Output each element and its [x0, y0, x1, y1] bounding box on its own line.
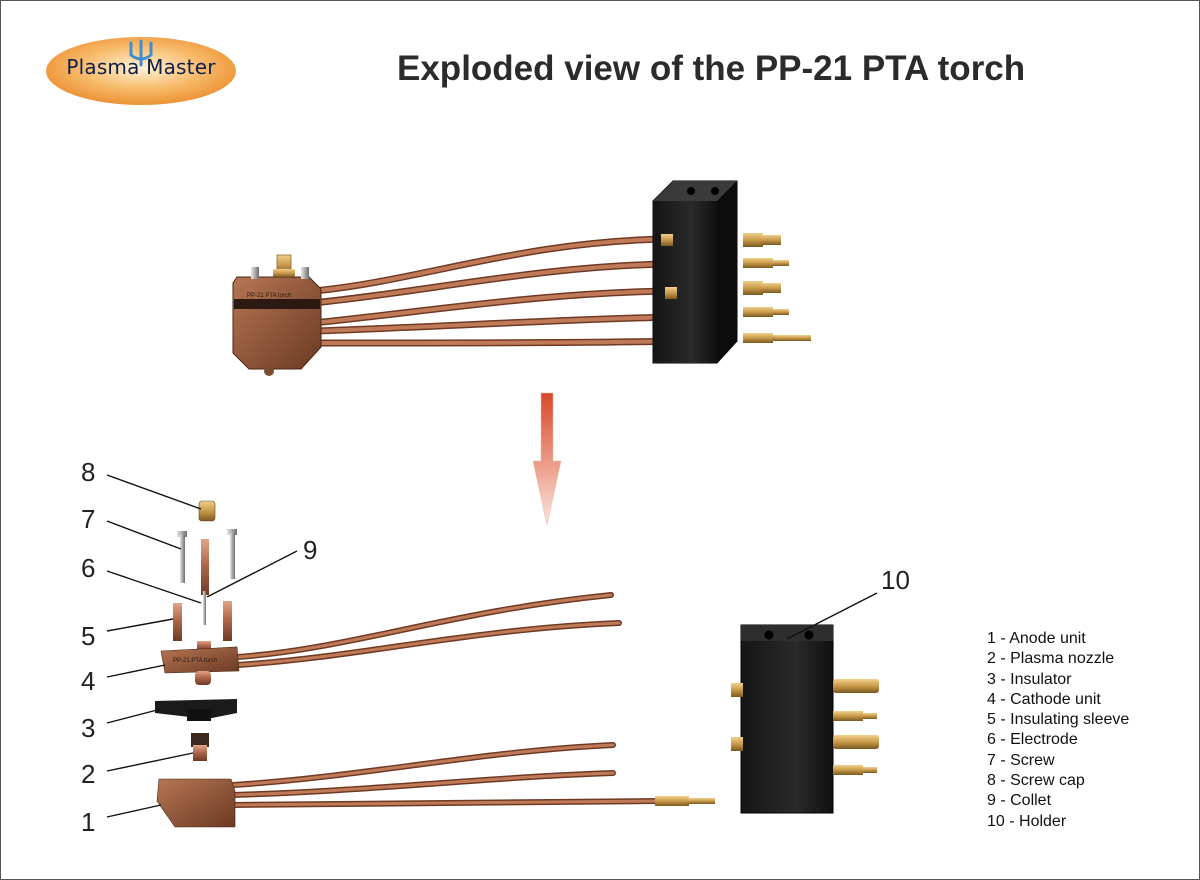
assembled-tubes [309, 235, 691, 347]
assembled-torch [232, 180, 811, 376]
logo-text: Plasma Master [66, 55, 216, 79]
callout-3: 3 [81, 713, 96, 743]
legend-item: 10 - Holder [987, 812, 1067, 830]
down-arrow [532, 392, 562, 526]
leader-lines [106, 474, 878, 818]
callout-7: 7 [81, 504, 96, 534]
legend-item: 8 - Screw cap [987, 772, 1085, 790]
logo-ellipse [46, 37, 236, 105]
legend-item: 6 - Electrode [987, 731, 1078, 749]
assembled-holder [652, 180, 738, 364]
assembled-fittings [661, 233, 811, 343]
callout-2: 2 [81, 759, 96, 789]
callout-4: 4 [81, 666, 96, 696]
callout-6: 6 [81, 553, 96, 583]
callout-1: 1 [81, 807, 96, 837]
legend-item: 5 - Insulating sleeve [987, 711, 1130, 729]
legend-item: 9 - Collet [987, 792, 1052, 810]
legend-item: 1 - Anode unit [987, 630, 1086, 647]
part-insulating-sleeves [173, 601, 232, 641]
part-collet-electrode [201, 539, 209, 625]
part-screw-cap [198, 500, 216, 522]
part-insulator [155, 699, 237, 721]
assembled-torch-label: PP-21 PTA torch [247, 293, 292, 299]
parts-legend: 1 - Anode unit 2 - Plasma nozzle 3 - Ins… [987, 629, 1129, 832]
legend-item: 7 - Screw [987, 751, 1055, 769]
part-cathode-unit [160, 592, 622, 685]
part-holder [731, 624, 879, 814]
callout-9: 9 [303, 535, 318, 565]
assembled-head [232, 254, 322, 376]
page-title: Exploded view of the PP-21 PTA torch [397, 49, 1026, 88]
callout-8: 8 [81, 457, 96, 487]
legend-item: 3 - Insulator [987, 670, 1072, 688]
part-screws [177, 529, 237, 583]
trident-icon [129, 39, 153, 67]
legend-item: 2 - Plasma nozzle [987, 650, 1115, 668]
part-plasma-nozzle [191, 733, 209, 761]
plasma-master-logo: Plasma Master [45, 35, 237, 107]
part-anode-unit [156, 742, 715, 828]
legend-item: 4 - Cathode unit [987, 690, 1101, 708]
cathode-unit-label: PP-21 PTA torch [173, 658, 218, 664]
callout-10: 10 [881, 565, 910, 595]
callout-5: 5 [81, 621, 96, 651]
